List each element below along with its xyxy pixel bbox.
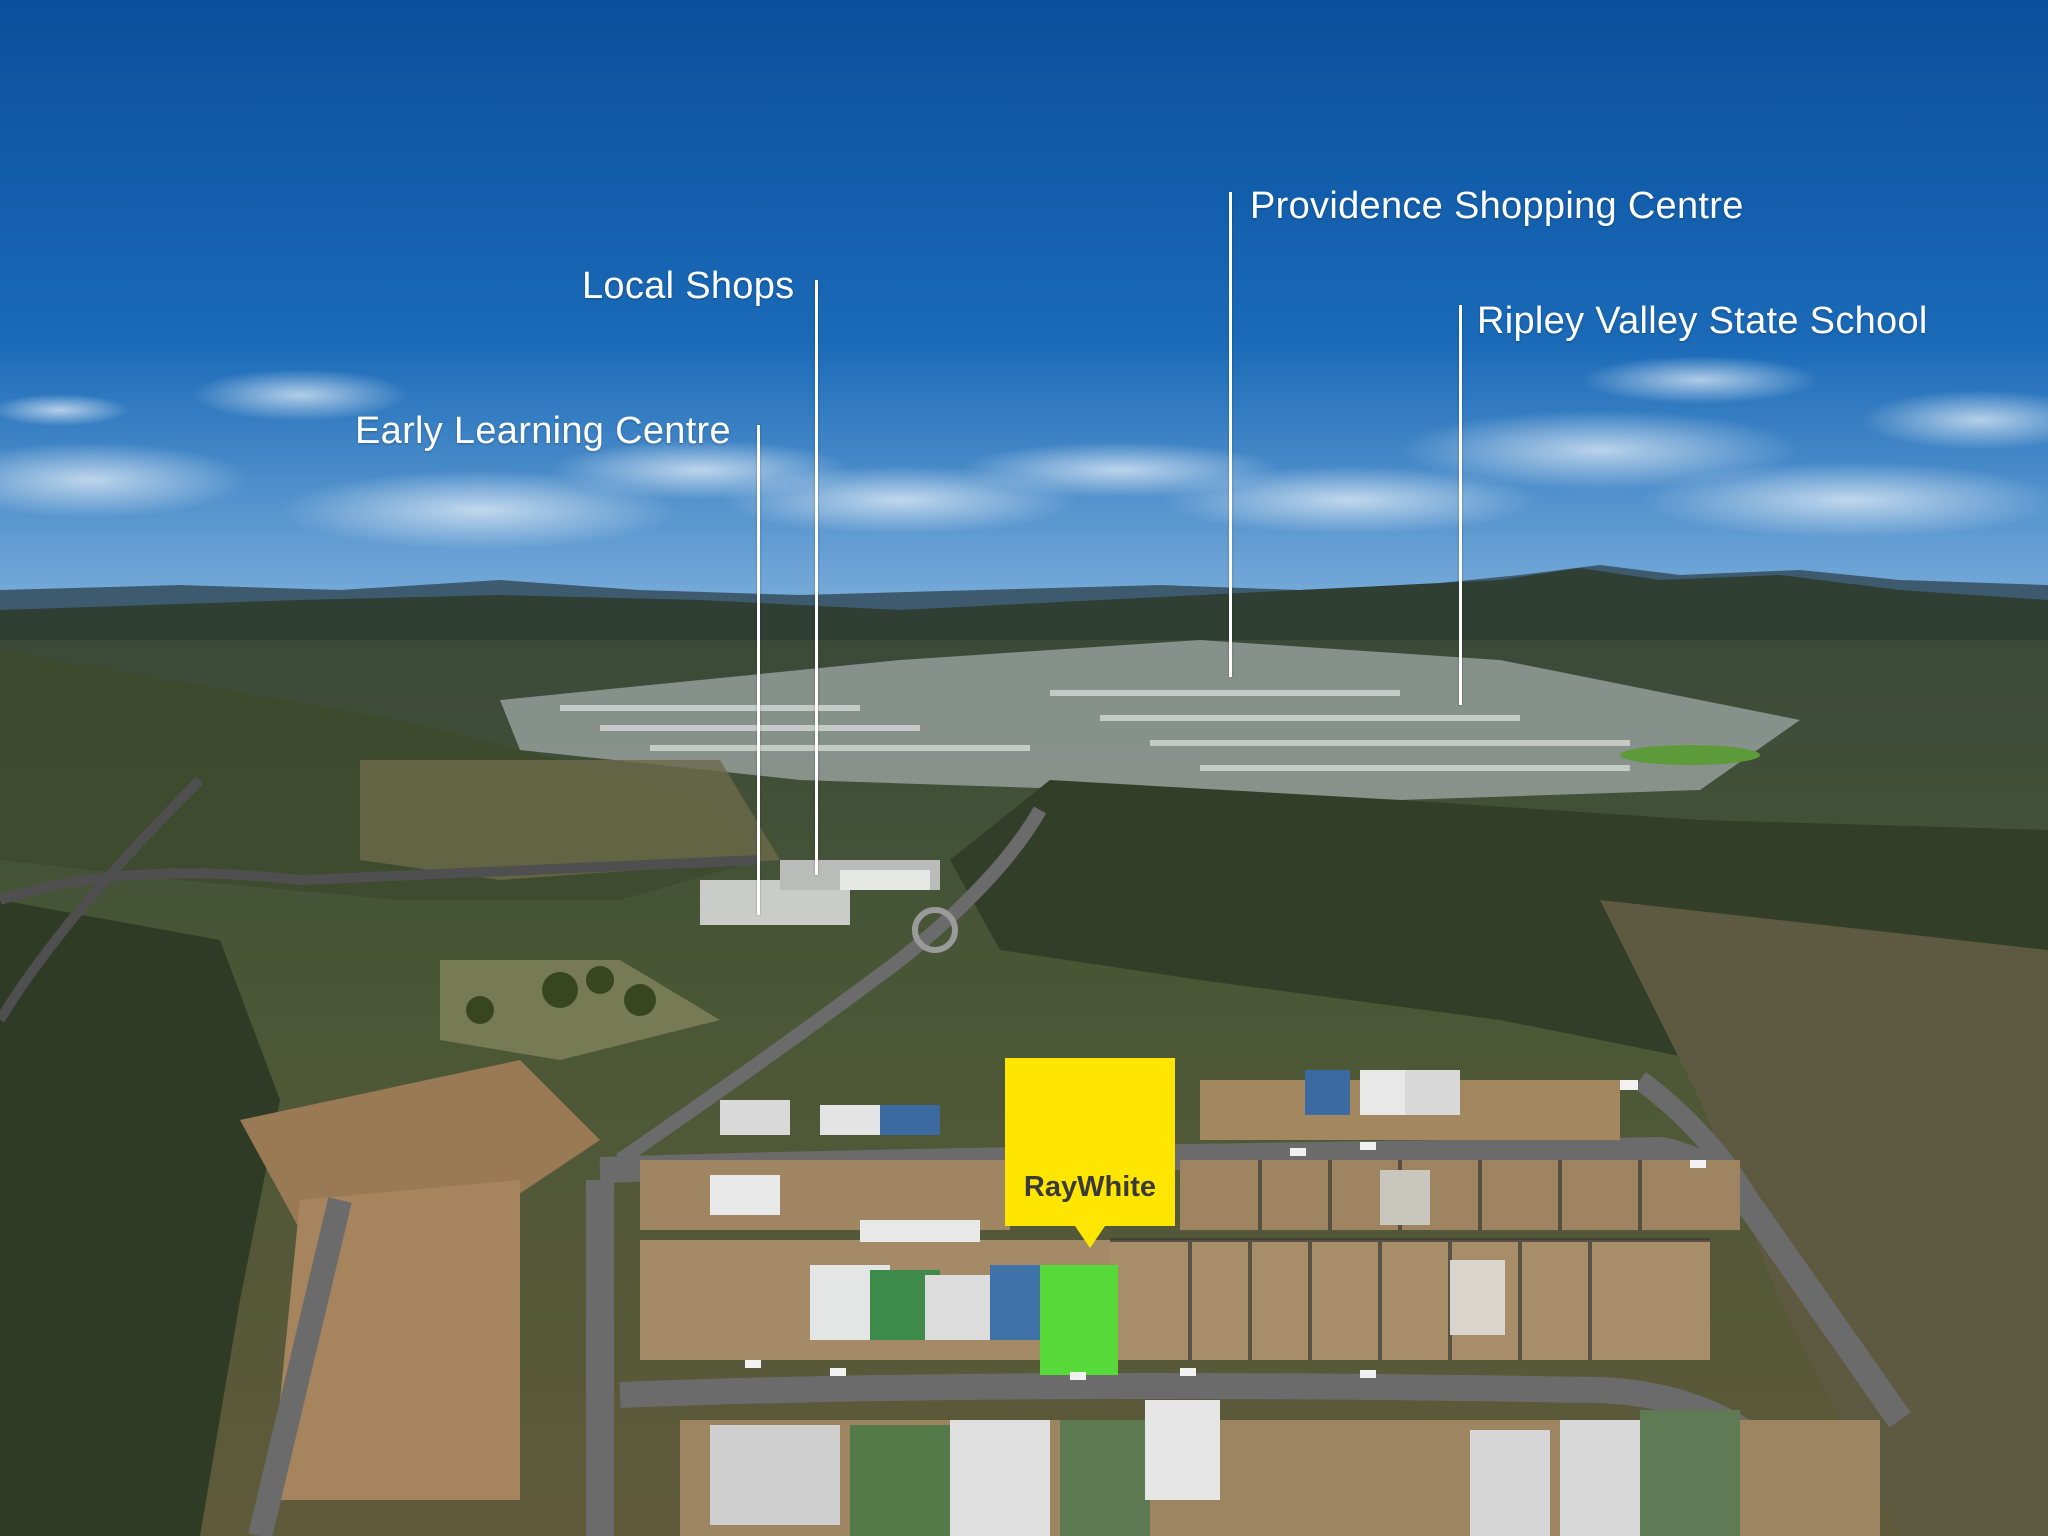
annotation-providence-shopping-centre: Providence Shopping Centre (1250, 185, 1744, 227)
pointer-ripley-valley-state-school (1459, 305, 1462, 705)
annotation-ripley-valley-state-school: Ripley Valley State School (1477, 300, 1928, 342)
pointer-providence-shopping-centre (1229, 192, 1232, 677)
annotation-local-shops: Local Shops (582, 265, 795, 307)
pointer-early-learning-centre (757, 425, 760, 915)
raywhite-logo-icon: RayWhite (1005, 1058, 1175, 1248)
raywhite-logo-marker: RayWhite (1005, 1058, 1175, 1248)
clouds (0, 356, 2048, 550)
raywhite-logo-text: RayWhite (1024, 1171, 1156, 1203)
pointer-local-shops (815, 280, 818, 875)
subdivision (640, 1070, 1880, 1536)
annotation-early-learning-centre: Early Learning Centre (355, 410, 731, 452)
highlighted-lot (1040, 1265, 1118, 1375)
